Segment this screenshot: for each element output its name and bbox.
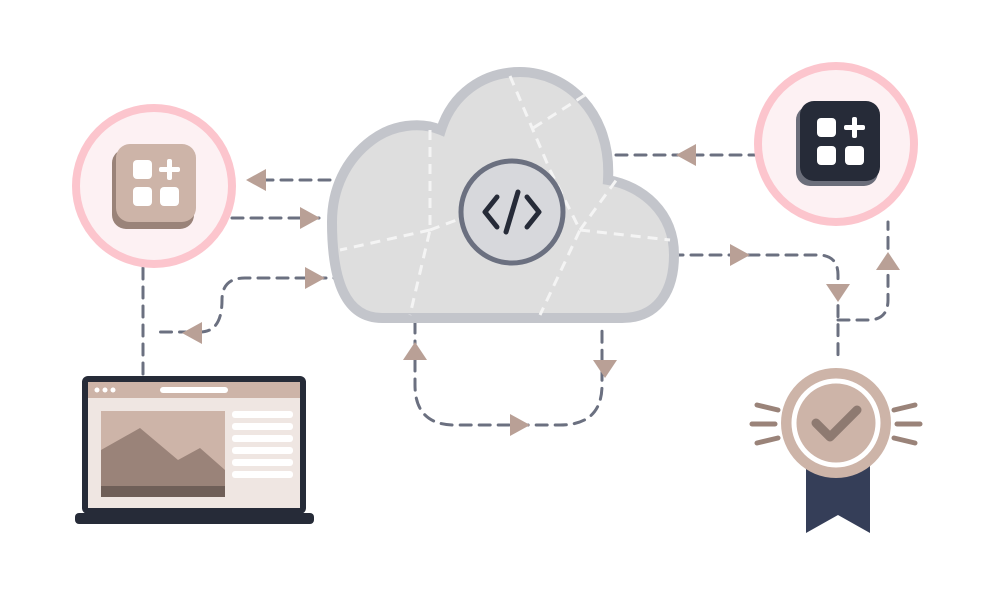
arrow-left-icon [246, 169, 266, 191]
arrows [182, 144, 900, 436]
arrow-right-icon [305, 267, 325, 289]
arrow-left-icon [182, 322, 202, 344]
connector-cloud-to-badge [670, 253, 840, 364]
arrow-right-icon [510, 414, 530, 436]
connector-cloud-bottom-loop [413, 320, 604, 427]
add-app-icon [133, 159, 180, 206]
check-icon [811, 405, 862, 442]
left-app-node [72, 104, 236, 268]
arrow-right-icon [300, 207, 320, 229]
arrow-up-icon [403, 342, 427, 360]
add-app-icon [817, 117, 865, 165]
laptop-icon [75, 376, 314, 524]
connector-cloud-loop-left [153, 276, 347, 334]
ribbon [806, 462, 870, 533]
award-badge-icon [749, 368, 923, 533]
arrow-down-icon [593, 360, 617, 378]
code-icon [482, 189, 542, 235]
right-app-node [754, 62, 918, 226]
arrow-up-icon [876, 252, 900, 270]
arrow-down-icon [826, 284, 850, 302]
cloud [326, 66, 680, 323]
arrow-left-icon [676, 144, 696, 166]
arrow-right-icon [730, 244, 750, 266]
connector-badge-to-right-app [836, 220, 890, 322]
